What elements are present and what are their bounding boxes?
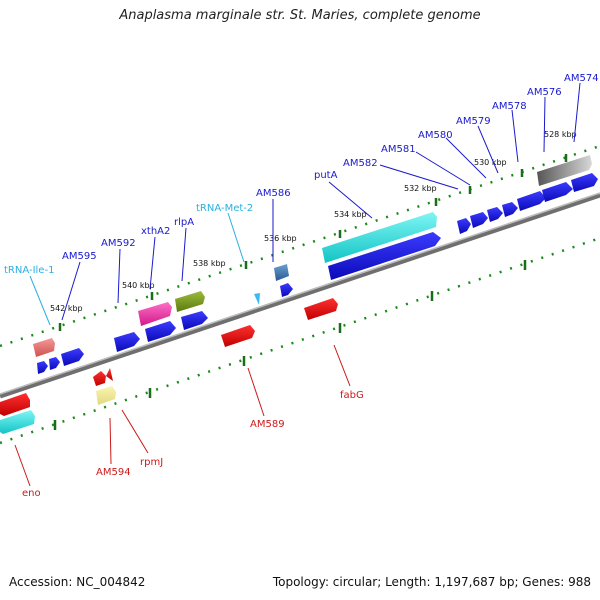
trna-leaders <box>29 212 245 326</box>
forward-labels: AM595 AM592 xthA2 rlpA AM586 putA AM582 … <box>62 73 599 262</box>
label-am576: AM576 <box>527 87 562 98</box>
gene-am589 <box>221 325 255 347</box>
label-am595: AM595 <box>62 251 97 262</box>
gene-puta-b <box>328 232 441 280</box>
gene-eno-a <box>0 393 30 416</box>
gene-rlpa-b <box>181 311 208 330</box>
leader-am594 <box>109 417 112 465</box>
leader-am576 <box>543 96 546 153</box>
label-rlpa: rlpA <box>174 217 194 228</box>
leader-trna-met-2 <box>227 212 245 263</box>
gene-trna-met-2 <box>254 293 260 305</box>
label-xtha2: xthA2 <box>141 226 170 237</box>
gene-fabg <box>304 298 338 320</box>
leader-am578 <box>511 109 519 163</box>
scale-label-536: 536 kbp <box>264 234 297 243</box>
gene-am586-a <box>274 264 289 281</box>
trna-labels: tRNA-Ile-1 tRNA-Met-2 <box>4 203 253 276</box>
gene-trna-ile-1 <box>33 338 55 357</box>
scale-label-530: 530 kbp <box>474 158 507 167</box>
forward-scale <box>0 144 600 348</box>
label-rpmj: rpmJ <box>140 457 163 468</box>
scale-label-532: 532 kbp <box>404 184 437 193</box>
gene-xtha2-b <box>145 321 176 342</box>
leader-puta <box>328 181 373 219</box>
gene-rpmj <box>106 368 113 381</box>
label-am582: AM582 <box>343 158 378 169</box>
leader-am579 <box>477 125 499 174</box>
gene-am576 <box>542 182 573 202</box>
reverse-scale <box>0 236 600 445</box>
gene-am579 <box>502 202 518 217</box>
gene-am581 <box>470 212 488 228</box>
leader-trna-ile-1 <box>29 275 51 326</box>
gene-am574 <box>571 173 598 192</box>
scale-label-528: 528 kbp <box>544 130 577 139</box>
label-am594: AM594 <box>96 467 131 478</box>
leader-rlpa <box>181 227 187 282</box>
gene-xtha2 <box>138 302 172 326</box>
gene-am576-grey <box>537 155 592 186</box>
label-eno: eno <box>22 488 41 499</box>
leader-am574 <box>573 82 581 143</box>
reverse-genes <box>0 298 338 434</box>
leader-fabg <box>333 344 351 387</box>
gene-puta-a <box>322 212 437 263</box>
label-trna-ile-1: tRNA-Ile-1 <box>4 265 54 276</box>
gene-am595-a <box>37 361 48 374</box>
gene-am578 <box>517 191 546 211</box>
label-am579: AM579 <box>456 116 491 127</box>
label-am592: AM592 <box>101 238 136 249</box>
gene-rlpa <box>175 291 205 312</box>
reverse-labels: eno AM594 rpmJ AM589 fabG <box>22 390 364 499</box>
gene-eno-b <box>0 410 35 434</box>
genome-backbone <box>0 192 600 399</box>
label-am589: AM589 <box>250 419 285 430</box>
label-fabg: fabG <box>340 390 364 401</box>
leader-rpmj <box>121 409 149 454</box>
label-trna-met-2: tRNA-Met-2 <box>196 203 253 214</box>
scale-label-538: 538 kbp <box>193 259 226 268</box>
scale-label-542: 542 kbp <box>50 304 83 313</box>
gene-am582 <box>457 218 471 234</box>
gene-am580 <box>487 207 503 222</box>
leader-am595 <box>61 261 81 321</box>
forward-scale-line <box>0 144 600 348</box>
genome-summary-text: Topology: circular; Length: 1,197,687 bp… <box>272 575 591 589</box>
reverse-major-ticks <box>53 260 527 430</box>
leader-am592 <box>117 248 121 304</box>
reverse-leaders <box>14 344 351 487</box>
gene-am586-b <box>280 283 293 297</box>
label-am581: AM581 <box>381 144 416 155</box>
forward-leaders <box>61 82 581 321</box>
leader-am580 <box>445 137 487 179</box>
forward-major-ticks <box>58 154 568 331</box>
leader-am589 <box>247 367 265 417</box>
leader-eno <box>14 444 31 487</box>
label-am586: AM586 <box>256 188 291 199</box>
gene-am594 <box>96 386 116 405</box>
forward-genes <box>33 155 598 374</box>
label-am574: AM574 <box>564 73 599 84</box>
gene-am594-b <box>93 371 106 386</box>
gene-am595-c <box>61 348 84 366</box>
label-puta: putA <box>314 170 338 181</box>
label-am580: AM580 <box>418 130 453 141</box>
genome-backbone-highlight <box>0 192 600 395</box>
gene-am592 <box>114 332 140 352</box>
reverse-scale-line <box>0 236 600 445</box>
label-am578: AM578 <box>492 101 527 112</box>
leader-am582 <box>379 164 459 190</box>
scale-label-534: 534 kbp <box>334 210 367 219</box>
map-title: Anaplasma marginale str. St. Maries, com… <box>119 8 481 23</box>
gene-am595-b <box>49 357 60 370</box>
leader-xtha2 <box>149 236 156 290</box>
leader-am581 <box>415 151 471 186</box>
scale-label-540: 540 kbp <box>122 281 155 290</box>
accession-text: Accession: NC_004842 <box>9 575 146 589</box>
